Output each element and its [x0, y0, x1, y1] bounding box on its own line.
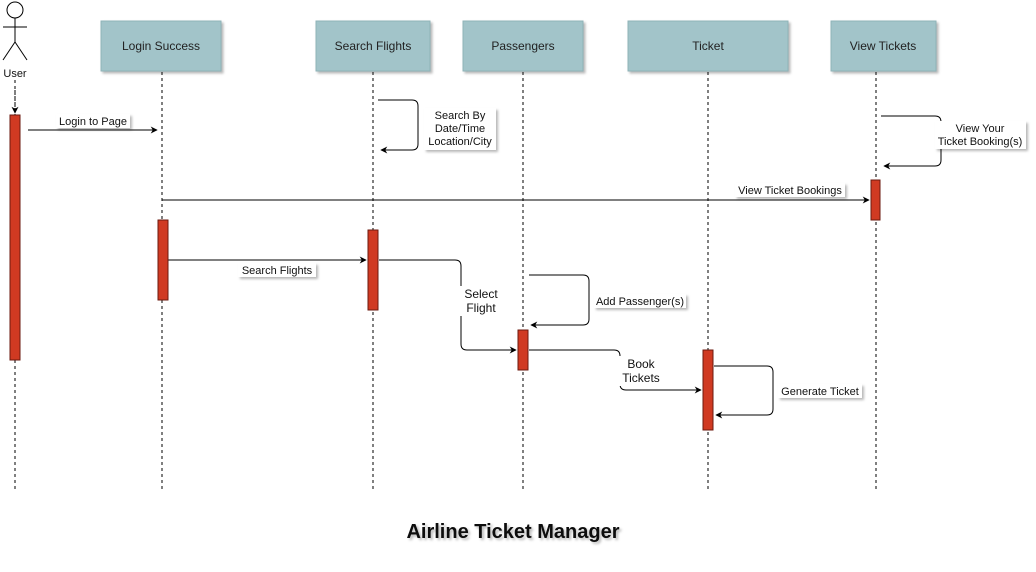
activation-bar-login-success — [157, 219, 169, 301]
header-label: Login Success — [122, 39, 200, 53]
header-view-tickets: View Tickets — [830, 20, 937, 72]
self-arrow-view-booking — [881, 115, 942, 170]
message-label-add-passengers: Add Passenger(s) — [594, 294, 686, 308]
svg-text:View Your: View Your — [956, 123, 1005, 135]
self-arrow-generate-ticket — [714, 365, 774, 419]
svg-text:View Ticket Bookings: View Ticket Bookings — [738, 185, 842, 197]
svg-text:Add Passenger(s): Add Passenger(s) — [596, 296, 684, 308]
svg-text:Date/Time: Date/Time — [435, 123, 485, 135]
header-label: Passengers — [491, 39, 554, 53]
header-label: View Tickets — [850, 39, 916, 53]
svg-text:Flight: Flight — [466, 301, 496, 315]
svg-text:Book: Book — [627, 357, 655, 371]
activation-bar-search-flights — [367, 229, 379, 311]
message-label-generate-ticket: Generate Ticket — [778, 384, 862, 398]
svg-text:Select: Select — [464, 287, 498, 301]
self-arrow-search-by — [378, 99, 419, 154]
svg-text:Location/City: Location/City — [428, 136, 492, 148]
header-search-flights: Search Flights — [315, 20, 431, 72]
diagram-title: Airline Ticket Manager — [406, 521, 619, 543]
activation-bar-passengers — [517, 329, 529, 371]
message-label-view-booking: View Your Ticket Booking(s) — [935, 121, 1026, 149]
activation-bar-ticket — [702, 349, 714, 431]
actor-label: User — [3, 68, 27, 80]
message-label-view-bookings: View Ticket Bookings — [735, 183, 845, 197]
message-arrow-book-tickets — [529, 349, 702, 394]
activation-bar-user — [9, 114, 21, 361]
header-login-success: Login Success — [100, 20, 222, 72]
self-arrow-add-passengers — [529, 274, 590, 329]
stick-figure-icon — [2, 1, 28, 61]
message-label-book-tickets: Book Tickets — [619, 356, 663, 386]
actor-user — [2, 1, 28, 114]
header-label: Ticket — [692, 39, 724, 53]
message-label-select-flight: Select Flight — [460, 286, 502, 316]
message-label-search-by: Search By Date/Time Location/City — [424, 108, 496, 150]
svg-text:Ticket Booking(s): Ticket Booking(s) — [938, 136, 1023, 148]
svg-text:Login to Page: Login to Page — [59, 116, 127, 128]
message-label-search-flights: Search Flights — [238, 263, 316, 277]
header-ticket: Ticket — [627, 20, 789, 72]
header-passengers: Passengers — [462, 20, 584, 72]
message-label-login: Login to Page — [56, 114, 130, 128]
header-label: Search Flights — [335, 39, 412, 53]
svg-text:Tickets: Tickets — [622, 371, 660, 385]
svg-text:Search By: Search By — [435, 110, 486, 122]
activation-bar-view-tickets — [870, 179, 881, 221]
svg-text:Search Flights: Search Flights — [242, 265, 313, 277]
svg-text:Generate Ticket: Generate Ticket — [781, 386, 859, 398]
